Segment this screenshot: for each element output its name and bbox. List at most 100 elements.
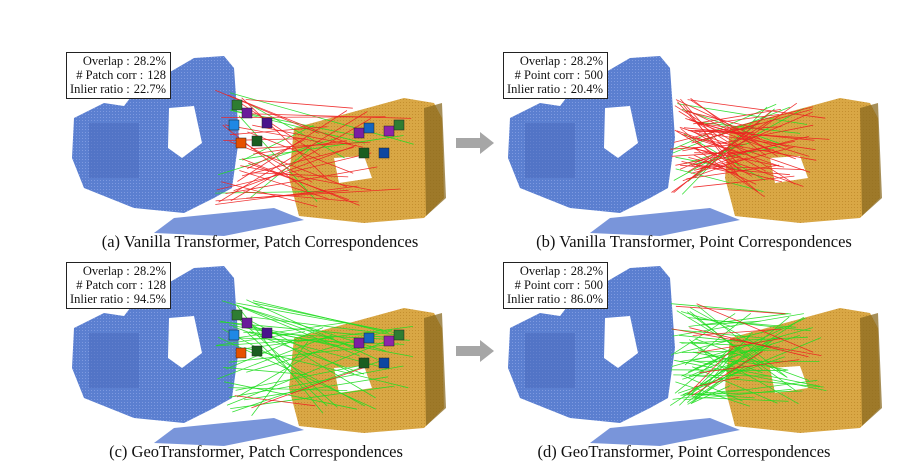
inlier-correspondence: [694, 338, 810, 381]
right-arrow-icon: [456, 132, 494, 154]
outlier-correspondence: [680, 98, 740, 166]
outlier-correspondence: [215, 89, 320, 134]
correspondence-lines: [670, 97, 830, 198]
registration-visualization: [72, 56, 446, 236]
patch-marker: [228, 119, 240, 131]
inlier-correspondence: [689, 311, 763, 371]
inlier-correspondence: [244, 326, 414, 349]
outlier-correspondence: [248, 162, 350, 201]
patch-marker: [383, 335, 395, 347]
inlier-correspondence: [251, 341, 309, 416]
inlier-correspondence: [252, 300, 389, 334]
inlier-correspondence: [232, 326, 365, 375]
overlap-label: Overlap :: [519, 54, 567, 68]
outlier-correspondence: [238, 101, 321, 157]
inlier-correspondence: [683, 388, 792, 401]
outlier-correspondence: [675, 305, 786, 315]
outlier-correspondence: [240, 165, 372, 191]
outlier-correspondence: [675, 99, 761, 140]
registration-visualization: [72, 266, 446, 446]
patch-marker: [363, 332, 375, 344]
caption-b: (b) Vanilla Transformer, Point Correspon…: [536, 232, 852, 251]
inlier-correspondence: [675, 168, 764, 192]
inlier-correspondence: [669, 316, 805, 406]
overlap-value: 28.2%: [133, 264, 166, 278]
inlier-correspondence: [684, 393, 755, 399]
inlier-correspondence: [247, 332, 328, 407]
overlap-label: Overlap :: [82, 54, 130, 68]
inlier-correspondence: [242, 125, 314, 161]
caption-c: (c) GeoTransformer, Patch Correspondence…: [109, 442, 403, 461]
inlier-correspondence: [228, 343, 399, 363]
outlier-correspondence: [693, 146, 765, 198]
inlier-correspondence: [225, 327, 324, 370]
inlier-correspondence: [681, 336, 809, 344]
outlier-correspondence: [671, 328, 822, 356]
inlier-correspondence: [250, 104, 345, 159]
source-cloud-floor: [154, 208, 304, 236]
outlier-correspondence: [699, 359, 800, 374]
inlier-label: Inlier ratio :: [507, 82, 567, 96]
outlier-correspondence: [691, 136, 809, 167]
inlier-correspondence: [688, 313, 789, 327]
outlier-correspondence: [682, 104, 741, 178]
outlier-correspondence: [692, 126, 782, 133]
patch-marker: [228, 329, 240, 341]
inlier-correspondence: [236, 302, 384, 331]
patch-marker: [358, 357, 370, 369]
inlier-correspondence: [674, 359, 827, 391]
target-cloud-gap: [334, 366, 372, 393]
outlier-correspondence: [697, 338, 783, 353]
outlier-correspondence: [239, 170, 328, 199]
source-cloud-shade: [525, 333, 575, 388]
inlier-correspondence: [680, 389, 744, 396]
source-cloud-gap: [604, 316, 638, 368]
inlier-correspondence: [695, 335, 801, 369]
inlier-correspondence: [246, 299, 378, 360]
source-cloud-floor: [590, 418, 740, 446]
corr-value: 128: [147, 68, 166, 82]
inlier-correspondence: [692, 366, 778, 404]
inlier-correspondence: [235, 365, 361, 391]
outlier-correspondence: [216, 152, 372, 191]
inlier-correspondence: [697, 318, 797, 328]
target-cloud-gap: [334, 156, 372, 183]
correspondence-lines: [215, 299, 414, 416]
outlier-correspondence: [253, 140, 347, 155]
outlier-correspondence: [690, 97, 767, 156]
source-cloud-floor: [590, 208, 740, 236]
corr-label: # Point corr :: [514, 278, 581, 292]
outlier-correspondence: [671, 102, 798, 193]
inlier-correspondence: [229, 324, 340, 346]
corr-label: # Patch corr :: [76, 68, 144, 82]
overlap-value: 28.2%: [570, 264, 603, 278]
patch-marker: [241, 317, 253, 329]
outlier-correspondence: [230, 118, 372, 202]
inlier-correspondence: [687, 365, 747, 405]
target-cloud-side: [860, 103, 882, 216]
inlier-correspondence: [226, 337, 394, 406]
outlier-correspondence: [697, 155, 741, 170]
source-cloud-gap: [168, 316, 202, 368]
patch-marker: [231, 309, 243, 321]
inlier-correspondence: [694, 146, 732, 179]
outlier-correspondence: [679, 126, 811, 173]
source-point-cloud: [508, 266, 740, 446]
outlier-correspondence: [690, 146, 794, 174]
inlier-correspondence: [243, 376, 389, 401]
inlier-label: Inlier ratio :: [70, 292, 130, 306]
outlier-correspondence: [252, 172, 349, 178]
registration-visualization: [508, 56, 882, 236]
outlier-correspondence: [693, 175, 795, 188]
outlier-correspondence: [679, 145, 785, 168]
patch-marker: [353, 127, 365, 139]
stats-box-b: Overlap :28.2% # Point corr :500 Inlier …: [503, 52, 608, 99]
inlier-correspondence: [250, 316, 401, 336]
overlap-value: 28.2%: [133, 54, 166, 68]
source-point-cloud: [72, 56, 304, 236]
stats-box-c: Overlap :28.2% # Patch corr :128 Inlier …: [66, 262, 171, 309]
source-cloud-shade: [525, 123, 575, 178]
panel-b: [500, 48, 900, 238]
patch-marker: [393, 119, 405, 131]
inlier-value: 86.0%: [570, 292, 603, 306]
